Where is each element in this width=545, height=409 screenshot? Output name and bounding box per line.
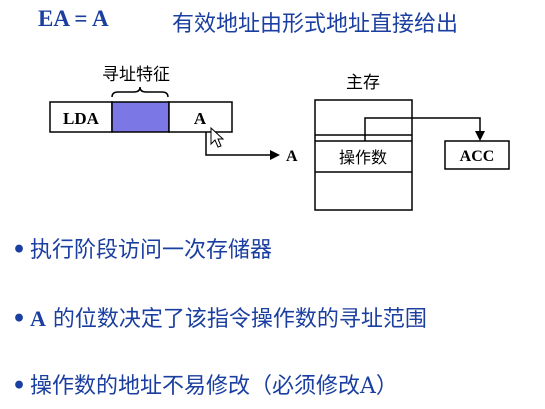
addressing-label: 寻址特征: [102, 65, 170, 85]
cursor-icon: [210, 126, 225, 148]
address-text: A: [194, 109, 207, 128]
address-field: [168, 101, 233, 133]
direct-addressing-diagram: 寻址特征 LDA A A 主存 操作数 ACC: [49, 65, 510, 211]
bullet-item-1: •执行阶段访问一次存储器: [12, 237, 273, 263]
operand-cell: 操作数: [339, 148, 387, 167]
bullet-item-2: •A 的位数决定了该指令操作数的寻址范围: [12, 306, 427, 332]
formula-description: 有效地址由形式地址直接给出: [172, 12, 459, 37]
address-arrow-line: [205, 132, 272, 156]
address-arrowhead: [270, 150, 280, 160]
formula-title: EA = A: [38, 6, 109, 31]
operand-arrowhead: [475, 131, 485, 141]
addressing-brace: [111, 86, 169, 98]
arrow-label: A: [286, 148, 298, 165]
acc-label: ACC: [460, 148, 495, 165]
bullet-item-3: •操作数的地址不易修改（必须修改A）: [12, 373, 398, 399]
opcode-text: LDA: [63, 109, 100, 128]
operand-arrow-line: [364, 117, 481, 141]
addressing-mode-field: [111, 101, 170, 133]
acc-register: [444, 140, 510, 170]
memory-label: 主存: [346, 73, 380, 93]
opcode-field: [49, 101, 113, 133]
